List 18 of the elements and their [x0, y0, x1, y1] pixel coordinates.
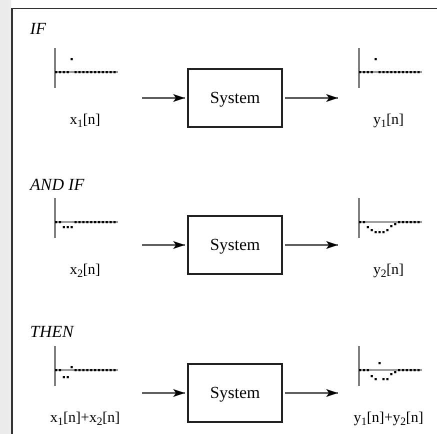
signal-label: x$_{1}$[n]+x$_{2}$[n] — [50, 409, 120, 428]
section-heading: IF — [30, 20, 46, 37]
signal-label: x$_{2}$[n] — [70, 261, 100, 280]
signal-label: x$_{1}$[n] — [70, 111, 100, 130]
system-box: System — [187, 215, 283, 275]
arrow — [285, 389, 338, 397]
arrow — [142, 94, 185, 102]
arrow — [142, 389, 185, 397]
signal-label: y$_{1}$[n]+y$_{2}$[n] — [354, 409, 424, 428]
section-heading: AND IF — [30, 176, 84, 193]
arrow — [142, 241, 185, 249]
signal-label: y$_{2}$[n] — [373, 261, 404, 280]
system-box: System — [187, 68, 283, 128]
arrow — [285, 94, 338, 102]
arrow — [285, 241, 338, 249]
section-heading: THEN — [30, 323, 74, 340]
signal-label: y$_{1}$[n] — [373, 111, 404, 130]
system-box: System — [187, 363, 283, 423]
